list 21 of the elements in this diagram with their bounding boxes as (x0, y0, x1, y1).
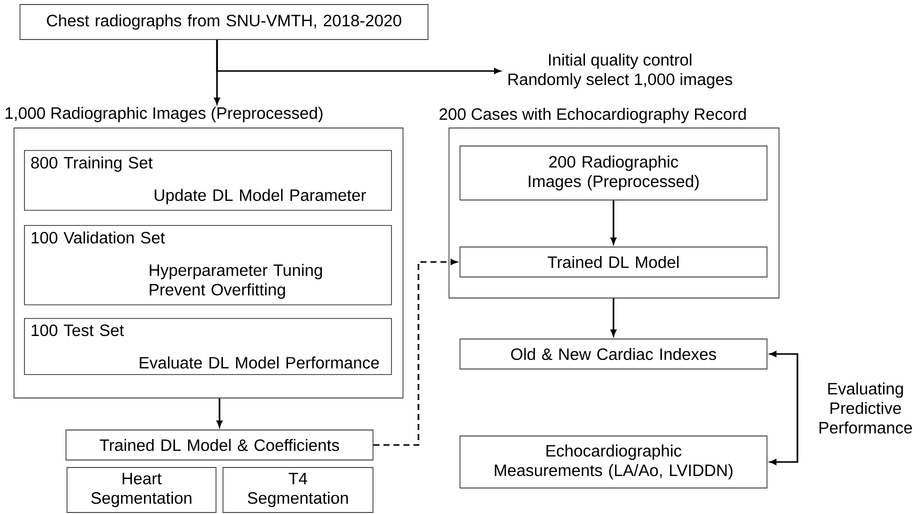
process-box: 100 Validation Set Hyperparameter Tuning Prevent Overfitting (24, 225, 392, 306)
edge-label: Evaluating Predictive Performance (809, 381, 921, 435)
node-label: 1,000 Radiographic Images (Preprocessed) (6, 106, 322, 122)
process-box: Trained DL Model (460, 246, 768, 278)
process-box: Echocardiographic Measurements (LA/Ao, LVIDDN) (460, 436, 768, 488)
process-box: Old & New Cardiac Indexes (460, 338, 768, 370)
arrow (610, 298, 616, 336)
process-box: Trained DL Model & Coefficients (66, 430, 374, 460)
note-text: Initial quality control Randomly select 1,000 images (508, 54, 732, 88)
arrow (770, 351, 798, 465)
process-box: Heart Segmentation (66, 467, 216, 513)
process-box: 800 Training Set Update DL Model Parameter (24, 150, 392, 211)
arrow (373, 259, 458, 446)
arrow (216, 40, 501, 74)
node-label: 200 Cases with Echocardiography Record (440, 108, 746, 124)
process-box: 100 Test Set Evaluate DL Model Performance (24, 318, 392, 376)
arrow (610, 200, 616, 244)
process-box: T4 Segmentation (222, 467, 374, 513)
process-box: 200 Radiographic Images (Preprocessed) (460, 146, 768, 200)
arrow (216, 398, 222, 428)
process-box: Chest radiographs from SNU-VMTH, 2018-2020 (20, 4, 428, 40)
